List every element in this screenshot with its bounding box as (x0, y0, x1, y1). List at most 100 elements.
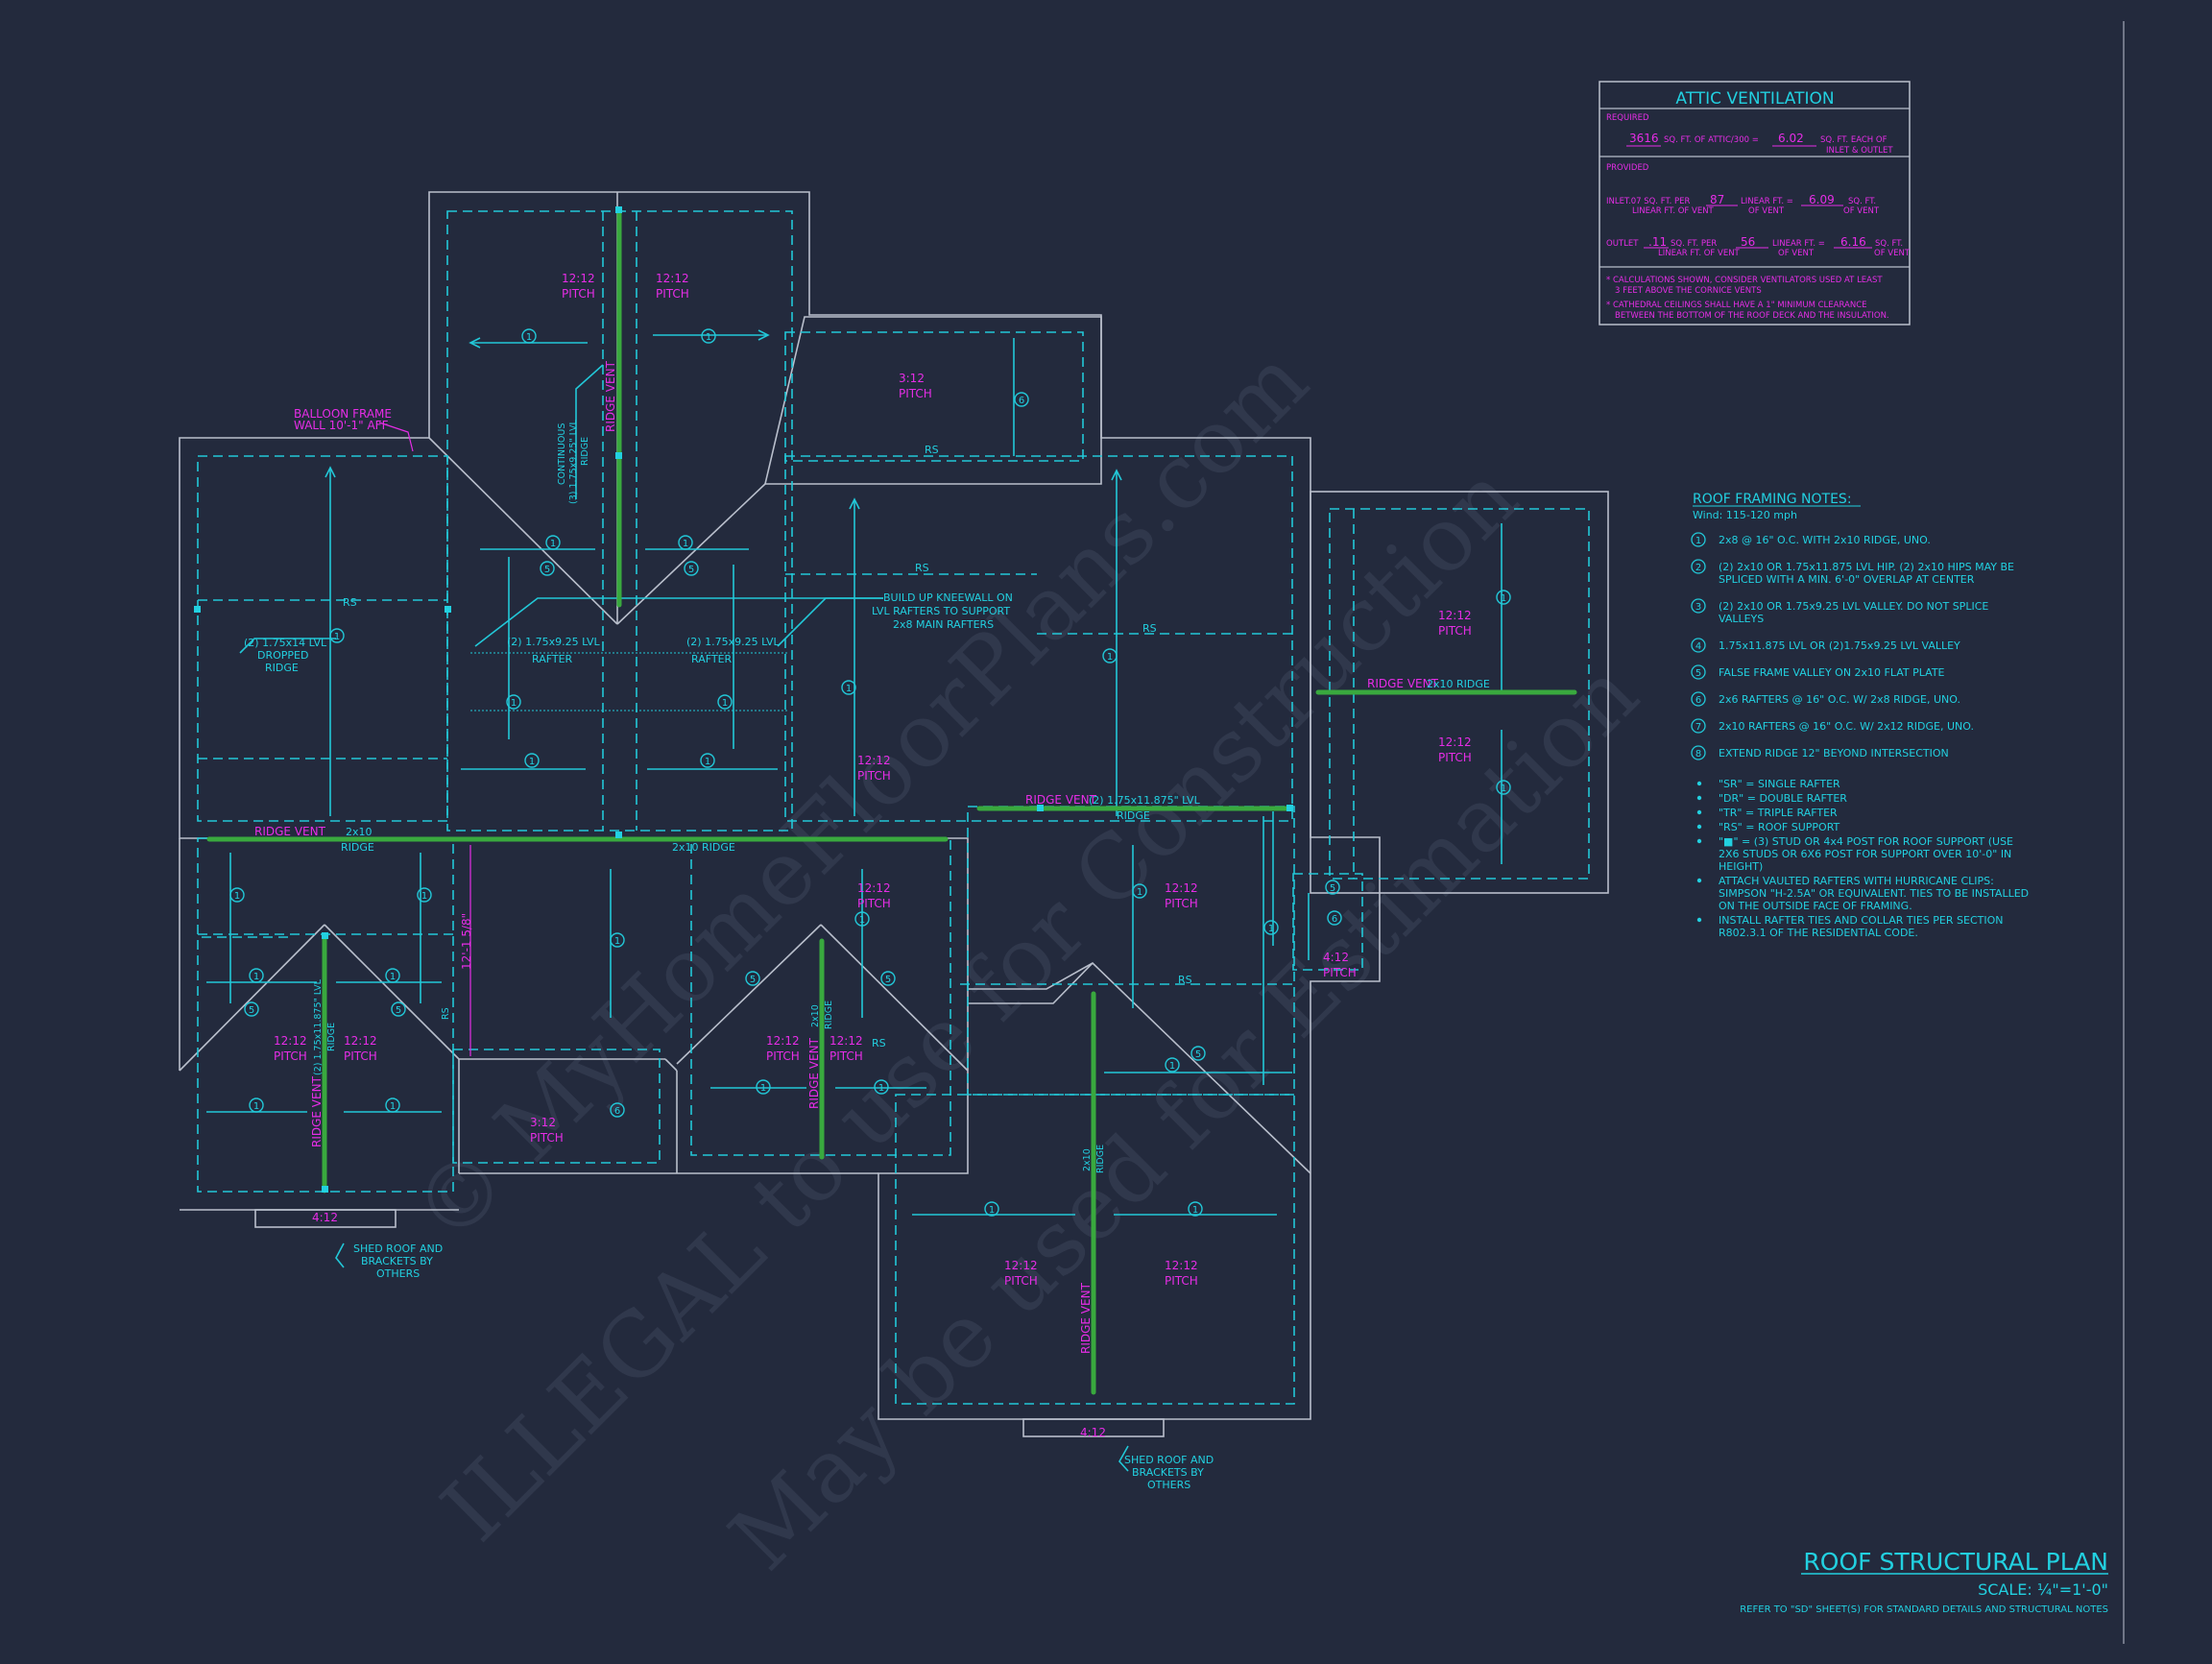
attic-outlet-length-unit: OF VENT (1778, 249, 1815, 258)
bullet-note-line: "DR" = DOUBLE RAFTER (1719, 792, 1847, 805)
note-tag: 6 (1327, 910, 1342, 926)
framing-note-line: EXTEND RIDGE 12" BEYOND INTERSECTION (1719, 747, 1949, 760)
ridge-label: RIDGE (824, 1001, 834, 1029)
shed-roof-note: BRACKETS BY (1132, 1466, 1204, 1479)
svg-text:5: 5 (544, 565, 550, 575)
note-tag: 1 (678, 535, 693, 550)
note-tag: 1 (1165, 1057, 1180, 1073)
bullet-note-line: ATTACH VAULTED RAFTERS WITH HURRICANE CL… (1719, 875, 1994, 887)
note-tag: 5 (880, 971, 896, 986)
pitch-label: 12:12 (1165, 881, 1198, 895)
balloon-frame-note: WALL 10'-1" AFF (294, 419, 389, 432)
bullet-dot (1696, 838, 1702, 844)
pitch-label: 4:12 (312, 1211, 338, 1224)
note-tag: 5 (391, 1001, 406, 1017)
note-tag: 1 (385, 1097, 400, 1113)
svg-text:1: 1 (1192, 1205, 1198, 1216)
framing-note-line: 2x10 RAFTERS @ 16" O.C. W/ 2x12 RIDGE, U… (1719, 720, 1974, 733)
sheet-refer-note: REFER TO "SD" SHEET(S) FOR STANDARD DETA… (1740, 1604, 2108, 1615)
rafter-lvl-note: (2) 1.75x9.25 LVL (686, 636, 781, 648)
note-number-circle (1691, 532, 1706, 547)
note-tag: 6 (610, 1102, 625, 1118)
bullet-note-line: HEIGHT) (1719, 860, 1763, 873)
pitch-label: PITCH (857, 897, 891, 910)
note-tag: 6 (1014, 392, 1029, 407)
note-tag: 5 (1190, 1046, 1206, 1061)
svg-text:5: 5 (688, 565, 694, 575)
svg-text:6: 6 (614, 1106, 620, 1117)
note-tag: 1 (701, 328, 716, 344)
roof-framing-notes-wind: Wind: 115-120 mph (1693, 509, 1797, 521)
attic-inlet-total-unit: SQ. FT. (1848, 197, 1876, 206)
svg-text:5: 5 (885, 975, 891, 985)
framing-note-line: (2) 2x10 OR 1.75x9.25 LVL VALLEY. DO NOT… (1719, 600, 1988, 613)
attic-outlet-label: OUTLET (1606, 239, 1639, 249)
note-tag: 5 (745, 971, 760, 986)
rafter-arrows (206, 329, 1503, 1216)
bullet-dot (1696, 809, 1702, 815)
ridge-size-label: 2x10 (1082, 1148, 1093, 1171)
pitch-label: PITCH (830, 1049, 863, 1063)
attic-outlet-length: 56 (1741, 235, 1755, 249)
note-tag: 1 (717, 694, 733, 710)
rafter-lvl-note: (2) 1.75x9.25 LVL (507, 636, 601, 648)
svg-text:1: 1 (846, 684, 852, 694)
bullet-note-line: "TR" = TRIPLE RAFTER (1719, 807, 1838, 819)
note-number: 5 (1695, 668, 1701, 679)
kneewall-note: BUILD UP KNEEWALL ON (883, 591, 1013, 604)
note-number-circle (1691, 691, 1706, 707)
ridge-label: 2x10 RIDGE (1427, 678, 1490, 690)
svg-text:5: 5 (1195, 1049, 1201, 1060)
ridge-label: RIDGE (1095, 1145, 1106, 1173)
pitch-label: 12:12 (1004, 1259, 1038, 1272)
sheet-scale: SCALE: ¼"=1'-0" (1978, 1580, 2108, 1599)
roof-support-label: RS (925, 444, 939, 456)
roof-outline (179, 191, 1609, 1437)
note-tag: 1 (1102, 648, 1118, 663)
attic-note: * CALCULATIONS SHOWN, CONSIDER VENTILATO… (1606, 276, 1883, 285)
attic-required-sqft-unit: SQ. FT. OF ATTIC/300 = (1664, 135, 1759, 145)
svg-text:1: 1 (878, 1083, 884, 1094)
pitch-label: 12:12 (1438, 609, 1472, 622)
pitch-label: 4:12 (1323, 951, 1349, 964)
note-tag: 5 (244, 1001, 259, 1017)
svg-text:1: 1 (683, 539, 688, 549)
ridge-size-label: 2x10 (346, 826, 373, 838)
bullet-note-line: SIMPSON "H-2.5A" OR EQUIVALENT. TIES TO … (1719, 887, 2029, 900)
note-tag: 1 (329, 628, 345, 643)
framing-note-line: VALLEYS (1719, 613, 1764, 625)
svg-text:1: 1 (1169, 1061, 1175, 1072)
kneewall-note: 2x8 MAIN RAFTERS (893, 618, 994, 631)
note-number: 4 (1695, 641, 1701, 652)
ridge-vent-label: RIDGE VENT (1025, 793, 1097, 807)
svg-text:1: 1 (1501, 593, 1506, 604)
note-tag: 1 (385, 968, 400, 983)
note-tag: 1 (249, 968, 264, 983)
pitch-label: 3:12 (899, 372, 925, 385)
continuous-lvl-note: RIDGE (580, 437, 590, 466)
svg-text:1: 1 (989, 1205, 995, 1216)
note-tag: 1 (417, 887, 432, 903)
attic-required-sqft: 3616 (1629, 132, 1659, 145)
note-number: 3 (1695, 602, 1701, 613)
svg-text:5: 5 (750, 975, 756, 985)
plan-labels: 12:12 PITCH 12:12 PITCH 3:12 PITCH 12:12… (244, 272, 1490, 1491)
pitch-label: PITCH (562, 287, 595, 301)
note-number-circle (1691, 598, 1706, 614)
bullet-note-line: "SR" = SINGLE RAFTER (1719, 778, 1840, 790)
framing-note-line: (2) 2x10 OR 1.75x11.875 LVL HIP. (2) 2x1… (1719, 561, 2014, 573)
attic-inlet-rate: LINEAR FT. OF VENT (1632, 206, 1715, 216)
svg-text:1: 1 (1107, 652, 1113, 663)
kneewall-note: LVL RAFTERS TO SUPPORT (872, 605, 1010, 617)
svg-text:1: 1 (234, 891, 240, 902)
note-number: 8 (1695, 749, 1701, 760)
dropped-ridge-note: RIDGE (265, 662, 299, 674)
ridge-label: RIDGE (1117, 809, 1150, 822)
note-tag: 1 (1496, 780, 1511, 795)
shed-roof-note: BRACKETS BY (361, 1255, 433, 1267)
title-block: ROOF STRUCTURAL PLAN SCALE: ¼"=1'-0" REF… (1740, 1548, 2108, 1615)
pitch-label: 12:12 (857, 881, 891, 895)
bullet-note-line: 2X6 STUDS OR 6X6 POST FOR SUPPORT OVER 1… (1719, 848, 2011, 860)
ridge-vent-label: RIDGE VENT (604, 360, 617, 432)
